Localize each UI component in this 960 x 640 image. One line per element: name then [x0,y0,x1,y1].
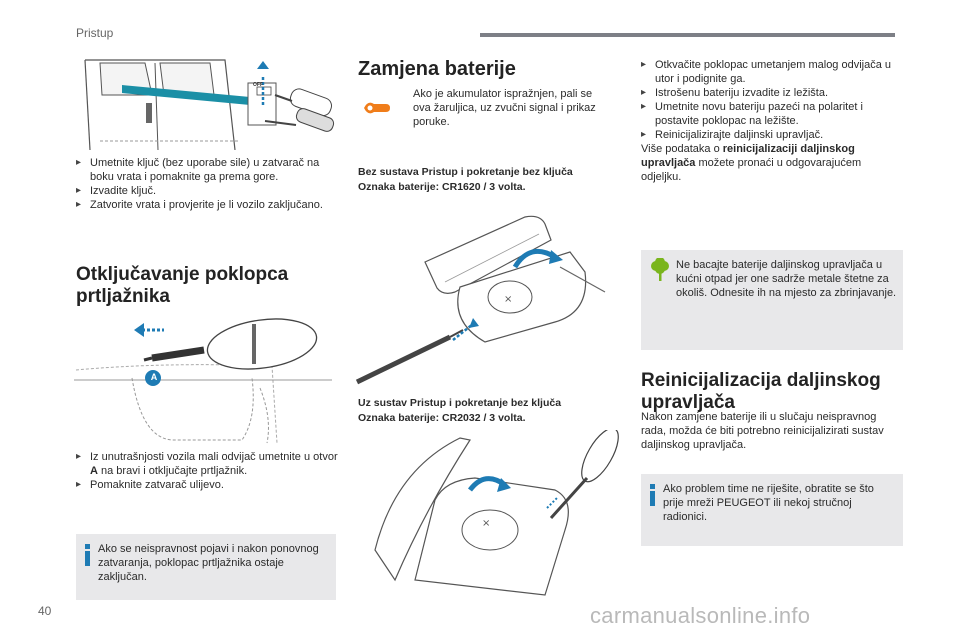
bullet-marker: ▸ [76,185,82,196]
header-section-label: Pristup [76,26,114,40]
bullet-marker: ▸ [76,479,82,490]
more-info-text: Više podataka o reinicijalizaciji daljin… [641,143,862,183]
list-item: ▸Umetnite novu bateriju pazeći na polari… [641,101,863,127]
bullet-marker: ▸ [76,451,82,462]
header-rule [480,33,895,37]
van-door-illustration [60,55,340,150]
bullet-marker: ▸ [76,157,82,168]
battery-type-2: Oznaka baterije: CR2032 / 3 volta. [358,412,526,424]
bullet-marker: ▸ [641,87,647,98]
list-item: ▸Otkvačite poklopac umetanjem malog odvi… [641,59,892,85]
reinit-body: Nakon zamjene baterije ili u slučaju nei… [641,411,884,451]
battery-replace-steps: ▸Otkvačite poklopac umetanjem malog odvi… [641,58,903,184]
list-item: ▸Pomaknite zatvarač ulijevo. [76,479,224,491]
bullet-marker: ▸ [76,199,82,210]
eco-note: Ne bacajte baterije daljinskog upravljač… [641,250,903,350]
door-lock-steps: ▸Umetnite ključ (bez uporabe sile) u zat… [76,156,338,212]
key-battery-illustration-2: × [355,430,635,602]
off-label: OFF [253,82,263,88]
section-title-trunk-unlock: Otključavanje poklopca prtljažnika [76,264,289,307]
page-number: 40 [38,604,52,618]
warning-lamp-icon [362,96,392,118]
list-item: ▸Iz unutrašnjosti vozila mali odvijač um… [76,451,338,477]
tree-icon [650,258,670,282]
trunk-unlock-steps: ▸Iz unutrašnjosti vozila mali odvijač um… [76,450,338,492]
bullet-marker: ▸ [641,101,647,112]
subhead-without-system: Bez sustava Pristup i pokretanje bez klj… [358,166,573,178]
list-item: ▸Reinicijalizirajte daljinski upravljač. [641,129,824,141]
list-item: ▸Izvadite ključ. [76,185,157,197]
trunk-lock-illustration [72,318,340,446]
list-item: ▸Zatvorite vrata i provjerite je li vozi… [76,199,323,211]
key-battery-illustration-1: × [355,212,615,387]
info-icon [84,544,92,566]
list-item: ▸Istrošenu bateriju izvadite iz ležišta. [641,87,829,99]
bullet-marker: ▸ [641,59,647,70]
subhead-with-system: Uz sustav Pristup i pokretanje bez ključ… [358,397,562,409]
list-item: ▸Umetnite ključ (bez uporabe sile) u zat… [76,157,320,183]
battery-intro: Ako je akumulator ispražnjen, pali se ov… [413,88,596,128]
lock-marker-a: A [150,372,158,382]
svg-text:×: × [504,294,512,305]
section-title-battery: Zamjena baterije [358,58,516,80]
svg-text:×: × [482,518,490,529]
section-title-reinit: Reinicijalizacija daljinskog upravljača [641,370,881,413]
info-note-reinit: Ako problem time ne riješite, obratite s… [641,474,903,546]
watermark: carmanualsonline.info [590,603,811,628]
info-icon [649,484,657,506]
battery-type-1: Oznaka baterije: CR1620 / 3 volta. [358,181,526,193]
bullet-marker: ▸ [641,129,647,140]
info-note-trunk: Ako se neispravnost pojavi i nakon ponov… [76,534,336,600]
